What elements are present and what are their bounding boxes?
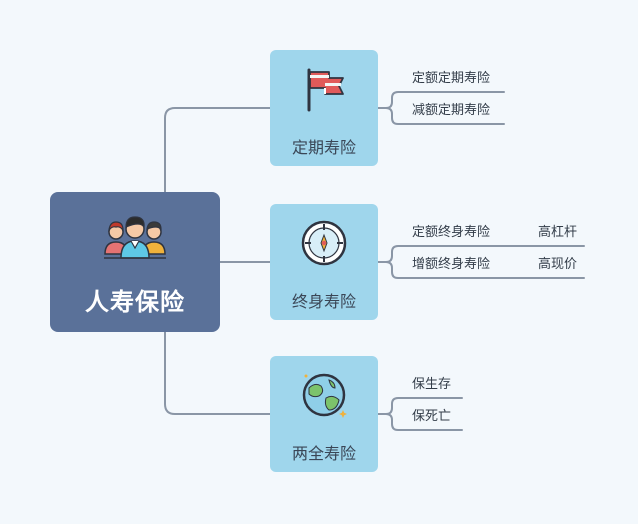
leaf-item[interactable]: 减额定期寿险 bbox=[412, 103, 491, 118]
leaf-item[interactable]: 定额终身寿险 bbox=[412, 225, 491, 240]
branch-whole-life[interactable]: 终身寿险 bbox=[270, 204, 378, 320]
leaf-item[interactable]: 保死亡 bbox=[412, 409, 452, 424]
branch-endowment-life[interactable]: 两全寿险 bbox=[270, 356, 378, 472]
root-node[interactable]: 人寿保险 bbox=[50, 192, 220, 332]
root-title: 人寿保险 bbox=[85, 288, 185, 316]
family-icon bbox=[104, 216, 166, 259]
leaf-sub-item[interactable]: 高现价 bbox=[538, 257, 578, 272]
leaf-item[interactable]: 定额定期寿险 bbox=[412, 71, 491, 86]
branch-label: 两全寿险 bbox=[291, 444, 356, 463]
branch-term-life[interactable]: 定期寿险 bbox=[270, 50, 378, 166]
branch-label: 定期寿险 bbox=[291, 138, 356, 157]
globe-icon bbox=[302, 373, 347, 418]
compass-icon bbox=[301, 220, 347, 266]
leaf-item[interactable]: 增额终身寿险 bbox=[412, 257, 491, 272]
leaf-item[interactable]: 保生存 bbox=[412, 377, 452, 392]
branch-label: 终身寿险 bbox=[291, 292, 356, 311]
flag-icon bbox=[307, 68, 344, 112]
leaf-sub-item[interactable]: 高杠杆 bbox=[538, 225, 578, 240]
